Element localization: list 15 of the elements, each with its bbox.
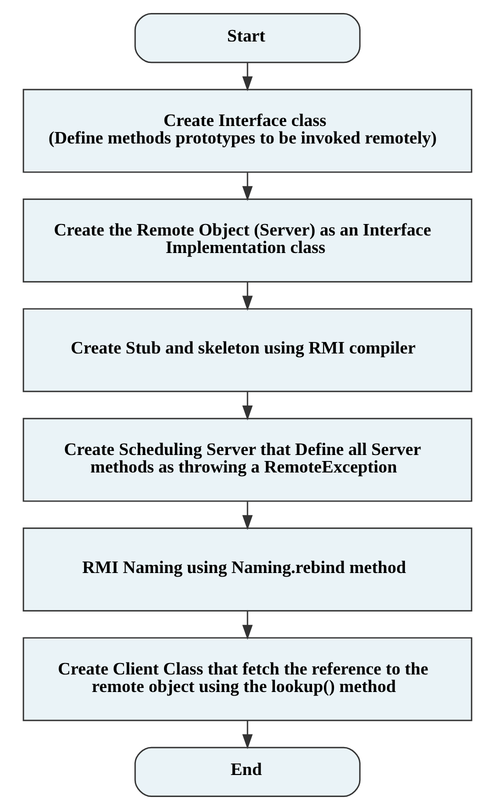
arrow [242, 392, 253, 420]
node-box: Create the Remote Object (Server) as an Interface Implementation class [22, 198, 472, 282]
node-box: RMI Naming using Naming.rebind method [22, 528, 472, 612]
arrow [242, 720, 253, 750]
node-box: Create Stub and skeleton using RMI compiler [22, 308, 472, 392]
arrow [242, 62, 253, 92]
arrow [242, 611, 253, 640]
node-box: Create Interface class (Define methods prototypes to be invoked remotely) [22, 88, 472, 173]
arrow [242, 282, 253, 311]
node-box: End [134, 746, 361, 797]
node-box: Start [134, 13, 361, 64]
arrow [242, 502, 253, 530]
node-box: Create Client Class that fetch the reference to the remote object using the lookup() method [22, 637, 472, 722]
arrow [242, 172, 253, 202]
node-box: Create Scheduling Server that Define all Server methods as throwing a RemoteException [22, 418, 472, 502]
